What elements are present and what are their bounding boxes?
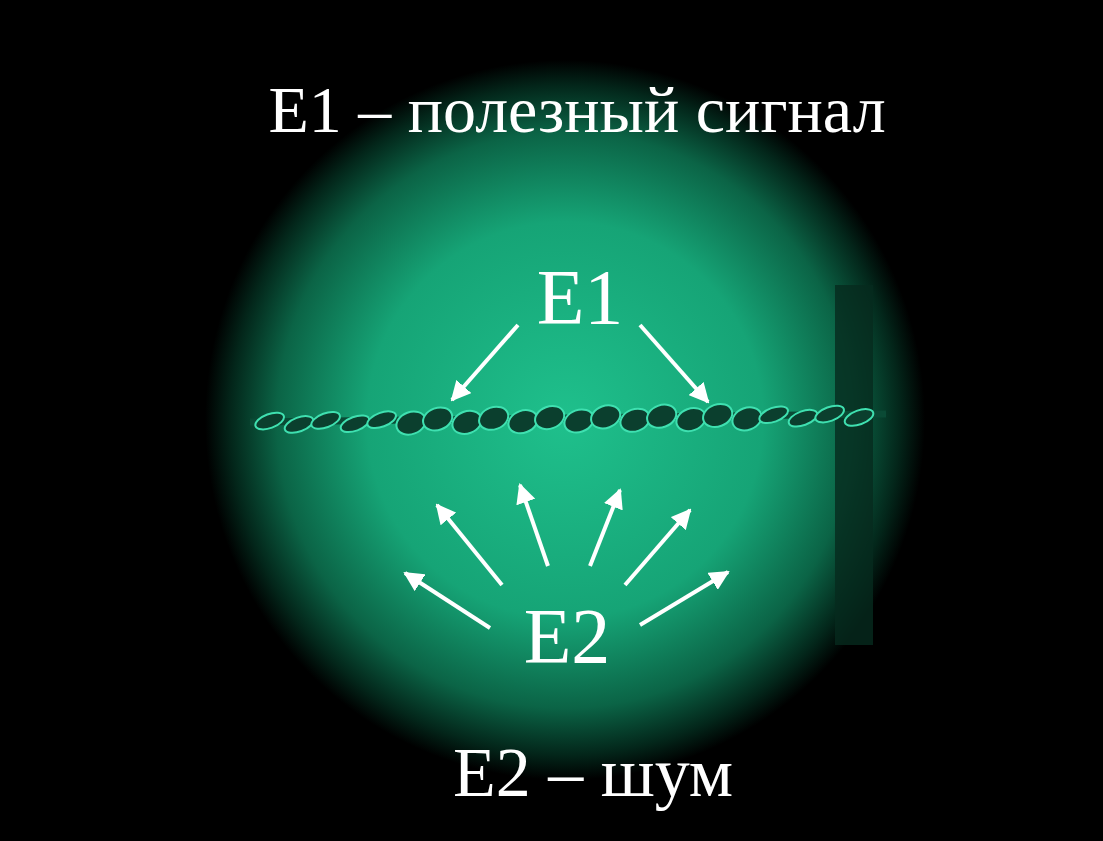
signal-label: E1: [537, 258, 624, 336]
caption: E2 – шум: [453, 738, 733, 808]
twisted-wire: [250, 400, 886, 439]
signal-label: E2: [524, 597, 611, 675]
pointer-arrows: [405, 325, 728, 628]
title: E1 – полезный сигнал: [268, 77, 885, 143]
holder-post: [835, 285, 873, 645]
light-spot: [205, 60, 925, 780]
